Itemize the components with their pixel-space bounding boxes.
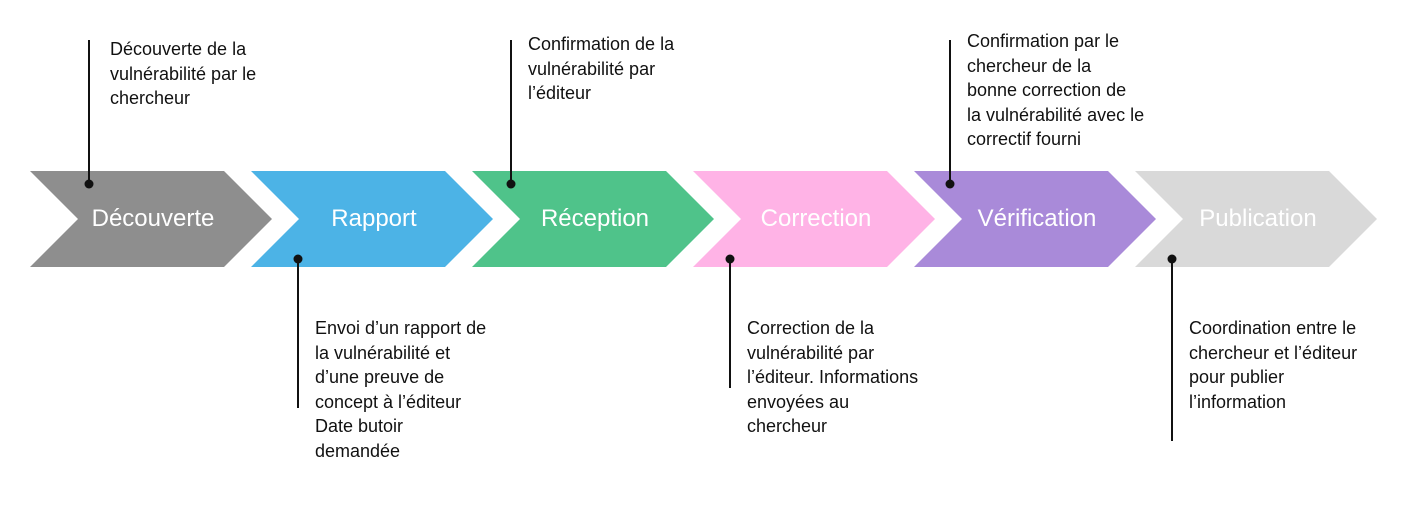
connector-rapport bbox=[293, 254, 303, 408]
description-correction: Correction de la vulnérabilité par l’édi… bbox=[747, 318, 919, 436]
description-rapport: Envoi d’un rapport de la vulnérabilité e… bbox=[315, 318, 487, 461]
stage-label-publication: Publication bbox=[1199, 205, 1317, 232]
connector-correction bbox=[725, 254, 735, 388]
chevron-reception bbox=[472, 171, 714, 267]
description-decouverte: Découverte de la vulnérabilité par le ch… bbox=[110, 39, 257, 108]
connector-verification bbox=[945, 40, 955, 189]
stage-label-verification: Vérification bbox=[977, 205, 1097, 232]
chevron-publication bbox=[1135, 171, 1377, 267]
description-verification: Confirmation par le chercheur de la bonn… bbox=[967, 31, 1145, 149]
chevron-verification bbox=[914, 171, 1156, 267]
connector-reception bbox=[506, 40, 516, 189]
description-publication: Coordination entre le chercheur et l’édi… bbox=[1189, 318, 1358, 412]
stage-label-reception: Réception bbox=[540, 205, 650, 232]
stage-label-rapport: Rapport bbox=[331, 205, 417, 232]
chevron-correction bbox=[693, 171, 935, 267]
stage-label-correction: Correction bbox=[760, 205, 872, 232]
connector-decouverte bbox=[84, 40, 94, 189]
connector-publication bbox=[1167, 254, 1177, 441]
stage-label-decouverte: Découverte bbox=[91, 205, 215, 232]
chevron-rapport bbox=[251, 171, 493, 267]
chevron-decouverte bbox=[30, 171, 272, 267]
description-reception: Confirmation de la vulnérabilité par l’é… bbox=[528, 34, 675, 103]
